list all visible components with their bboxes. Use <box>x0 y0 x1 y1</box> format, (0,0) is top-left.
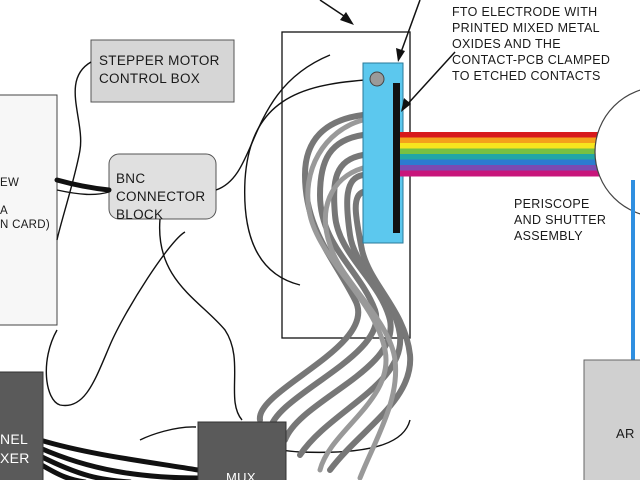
fto-electrode-annotation: FTO ELECTRODE WITH PRINTED MIXED METAL O… <box>452 5 611 83</box>
mux-box <box>197 421 287 480</box>
ar-box <box>583 359 640 480</box>
bnc-connector-block <box>108 153 217 220</box>
periscope-lens <box>594 89 640 215</box>
left-box-label: EW A N CARD) <box>0 177 51 231</box>
channel-mux-label: NEL XER <box>0 431 30 466</box>
light-beam <box>400 132 610 177</box>
periscope-label: PERISCOPE AND SHUTTER ASSEMBLY <box>514 197 607 243</box>
ar-box-label: AR <box>616 426 635 441</box>
bnc-block-label: BNC CONNECTOR BLOCK <box>116 171 206 222</box>
gray-cable-bundle-2 <box>305 117 399 480</box>
spectrum-band <box>400 165 610 171</box>
stepper-motor-control-box <box>90 39 235 103</box>
spectrum-band <box>400 132 610 138</box>
computer-box <box>0 94 58 326</box>
spectrum-band <box>400 170 610 177</box>
control-wires <box>45 54 411 454</box>
spectrum-band <box>400 137 610 144</box>
spectrum-band <box>400 143 610 149</box>
spectrum-band <box>400 159 610 166</box>
mux-label: MUX <box>226 470 256 485</box>
channel-multiplexer-box <box>0 371 44 480</box>
stepper-box-label: STEPPER MOTOR CONTROL BOX <box>99 53 220 86</box>
contact-pcb-strip <box>393 83 400 233</box>
spectrum-band <box>400 154 610 160</box>
arrowheads <box>340 12 411 112</box>
spectrum-band <box>400 148 610 155</box>
electrode-contact-pin <box>369 71 385 87</box>
thick-wires <box>37 177 201 480</box>
